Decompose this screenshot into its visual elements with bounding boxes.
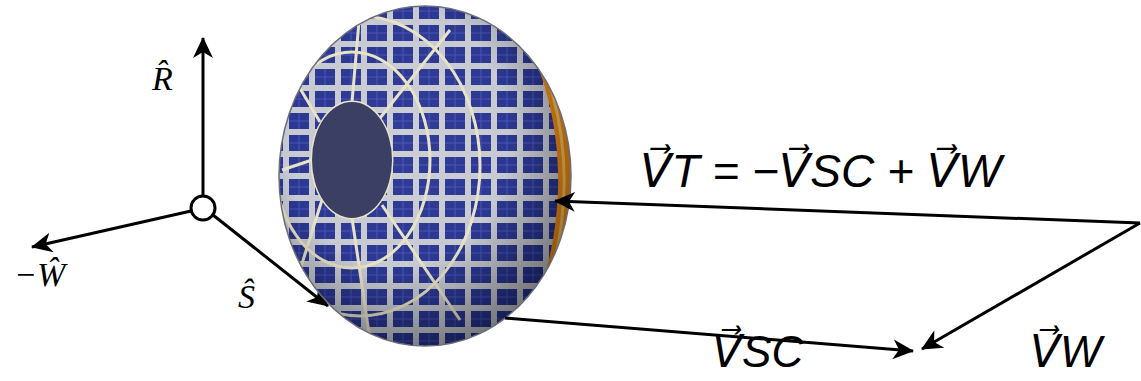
vector-equation: V⃗T = −V⃗SC + V⃗W — [640, 148, 1002, 194]
axis-label: R̂ — [152, 62, 173, 96]
axis-label: Ŝ — [238, 280, 255, 314]
axis-label: −Ŵ — [14, 258, 65, 292]
vector-label: V⃗SC — [712, 330, 803, 374]
vector-label: V⃗W — [1030, 330, 1102, 374]
